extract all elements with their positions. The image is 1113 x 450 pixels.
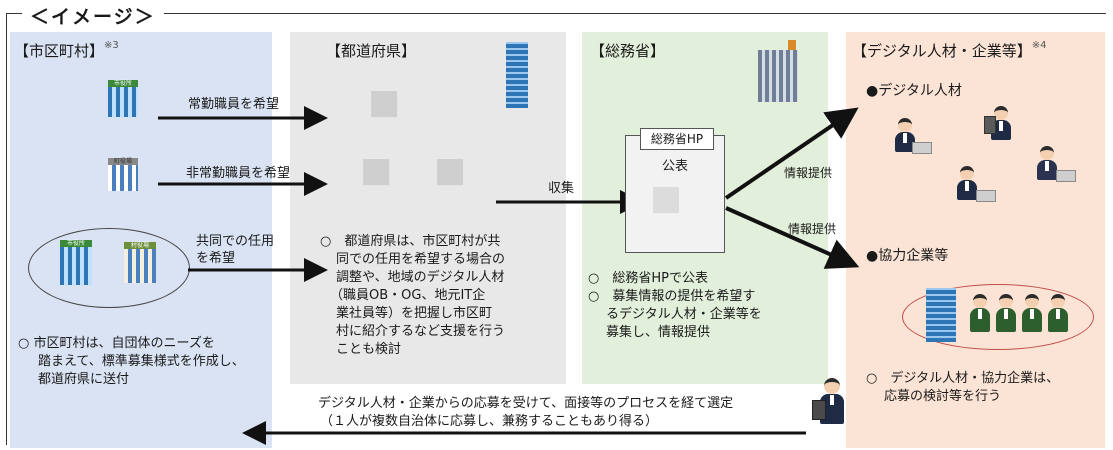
arrow-label-joint-2: を希望 bbox=[196, 251, 236, 266]
note-3: ※3 bbox=[104, 40, 119, 51]
bottom-flow-line-2: （１人が複数自治体に応募し、兼務することもあり得る） bbox=[320, 414, 659, 429]
digital-person-icon-3 bbox=[1030, 146, 1076, 186]
digital-column bbox=[846, 32, 1105, 448]
mic-desc-line-3: るデジタル人材・企業等を bbox=[606, 307, 762, 322]
mic-desc-line-1: ○ 総務省HPで公表 bbox=[588, 271, 708, 286]
arrow-info-people bbox=[724, 107, 859, 200]
company-staff-icon-4 bbox=[1048, 294, 1068, 334]
prefecture-desc-line-5: 業社員等）を把握し市区町 bbox=[336, 306, 493, 321]
city-hall-building-icon: 市役所 bbox=[108, 80, 138, 117]
municipality-desc-line-2: 踏まえて、標準募集様式を作成し、 bbox=[38, 354, 245, 369]
municipality-description: ○ 市区町村は、自団体のニーズを 踏まえて、標準募集様式を作成し、 都道府県に送… bbox=[18, 335, 270, 389]
note-4: ※4 bbox=[1031, 40, 1047, 51]
arrow-label-info-1: 情報提供 bbox=[784, 166, 833, 180]
prefecture-documents-icon-3: ■ bbox=[434, 150, 467, 190]
bottom-flow-line-1: デジタル人材・企業からの応募を受けて、面接等のプロセスを経て選定 bbox=[318, 396, 734, 411]
mic-website-documents-icon: ■ bbox=[650, 178, 683, 218]
company-staff-icon-3 bbox=[1022, 294, 1042, 334]
prefecture-desc-line-6: 村に紹介するなど支援を行う bbox=[336, 324, 506, 339]
bottom-flow-text: デジタル人材・企業からの応募を受けて、面接等のプロセスを経て選定 （１人が複数自… bbox=[318, 395, 798, 431]
village-hall-building-icon: 村役場 bbox=[124, 242, 156, 283]
arrow-label-full-time: 常勤職員を希望 bbox=[188, 97, 280, 112]
companies-ellipse bbox=[902, 284, 1094, 350]
company-building-icon bbox=[926, 288, 956, 342]
mic-description: ○ 総務省HPで公表 ○ 募集情報の提供を希望す るデジタル人材・企業等を 募集… bbox=[588, 270, 824, 342]
mic-heading: 【総務省】 bbox=[590, 42, 666, 60]
arrow-label-info-2: 情報提供 bbox=[788, 222, 837, 236]
digital-description: ○ デジタル人材・協力企業は、 応募の検討等を行う bbox=[866, 370, 1102, 406]
digital-person-icon-4 bbox=[950, 166, 996, 206]
joint-municipalities-ellipse bbox=[28, 228, 190, 308]
mic-desc-line-2: ○ 募集情報の提供を希望す bbox=[588, 289, 756, 304]
city-hall-building-icon-2: 市役所 bbox=[60, 240, 92, 285]
prefecture-documents-icon-2: ■ bbox=[360, 150, 393, 190]
frame-top-line bbox=[6, 13, 1106, 14]
prefecture-desc-line-7: ことも検討 bbox=[336, 342, 402, 357]
digital-heading: 【デジタル人材・企業等】※4 bbox=[852, 40, 1047, 60]
municipality-desc-line-1: ○ 市区町村は、自団体のニーズを bbox=[18, 336, 215, 351]
arrow-label-collect: 収集 bbox=[548, 181, 575, 196]
company-staff-icon-2 bbox=[996, 294, 1016, 334]
prefecture-heading: 【都道府県】 bbox=[326, 42, 417, 60]
digital-desc-line-2: 応募の検討等を行う bbox=[884, 389, 1002, 404]
prefecture-desc-line-4: （職員OB・OG、地元IT企 bbox=[330, 288, 486, 303]
company-staff-icon-1 bbox=[970, 294, 990, 334]
municipality-heading: 【市区町村】※3 bbox=[14, 40, 119, 60]
diagram-title: ＜イメージ＞ bbox=[22, 2, 164, 29]
prefecture-desc-line-2: 同での任用を希望する場合の bbox=[336, 252, 506, 267]
prefecture-description: ○ 都道府県は、市区町村が共 同での任用を希望する場合の 調整や、地域のデジタル… bbox=[320, 233, 560, 359]
prefecture-desc-line-1: ○ 都道府県は、市区町村が共 bbox=[320, 234, 501, 249]
digital-person-icon-2 bbox=[984, 106, 1024, 146]
arrow-info-companies bbox=[725, 206, 860, 269]
town-hall-building-icon: 町役場 bbox=[108, 158, 138, 191]
mic-website-box bbox=[625, 135, 725, 253]
prefecture-documents-icon: ■ bbox=[368, 82, 401, 122]
prefecture-building-icon bbox=[506, 42, 528, 108]
cooperating-companies-label: ●協力企業等 bbox=[866, 248, 949, 264]
frame-left-line bbox=[6, 13, 7, 445]
mic-building-icon bbox=[758, 50, 798, 102]
mic-website-title: 総務省HP bbox=[640, 128, 714, 150]
municipality-desc-line-3: 都道府県に送付 bbox=[38, 372, 130, 387]
digital-desc-line-1: ○ デジタル人材・協力企業は、 bbox=[866, 371, 1060, 386]
mic-flag-icon bbox=[788, 40, 796, 50]
mic-website-publish: 公表 bbox=[662, 159, 689, 174]
digital-person-icon-1 bbox=[888, 118, 932, 158]
mic-desc-line-4: 募集し、情報提供 bbox=[606, 325, 711, 340]
arrow-label-part-time: 非常勤職員を希望 bbox=[186, 166, 291, 181]
applicant-with-tablet-icon bbox=[812, 378, 848, 428]
prefecture-desc-line-3: 調整や、地域のデジタル人材 bbox=[336, 270, 505, 285]
digital-people-label: ●デジタル人材 bbox=[866, 83, 962, 99]
arrow-label-joint-1: 共同での任用 bbox=[196, 234, 275, 249]
